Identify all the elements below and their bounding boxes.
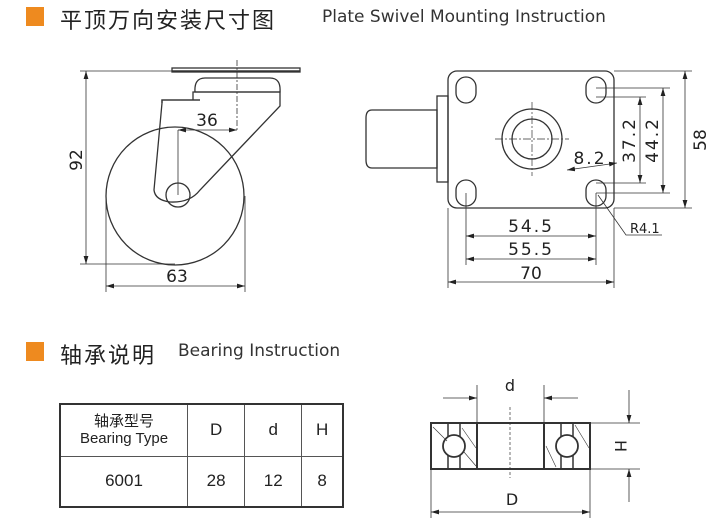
top-view (365, 70, 692, 288)
table-row: 6001 28 12 8 (59, 455, 344, 508)
section1-title-en: Plate Swivel Mounting Instruction (322, 7, 606, 27)
dim-44-2: 44.2 (643, 117, 663, 163)
bearing-diagram (430, 385, 640, 518)
bearing-dim-d: d (505, 376, 515, 395)
dim-70: 70 (520, 264, 542, 284)
section1-title-zh: 平顶万向安装尺寸图 (60, 9, 277, 34)
section-marker-icon (26, 342, 44, 361)
header-d: d (244, 403, 303, 457)
table-header-row: 轴承型号 Bearing Type D d H (59, 403, 344, 457)
dim-offset: 36 (196, 111, 218, 131)
bearing-table: 轴承型号 Bearing Type D d H 6001 28 12 8 (59, 403, 344, 508)
cell-type: 6001 (59, 455, 188, 508)
dim-55-5: 55.5 (508, 240, 554, 260)
dim-wheel-width: 63 (166, 267, 188, 287)
cell-D: 28 (186, 455, 246, 508)
dim-54-5: 54.5 (508, 217, 554, 237)
bearing-dim-H: H (611, 440, 630, 452)
dim-58: 58 (691, 129, 711, 151)
cell-H: 8 (301, 455, 344, 508)
header-H: H (301, 403, 344, 457)
dim-37-2: 37.2 (620, 117, 640, 163)
header-type-en: Bearing Type (79, 430, 169, 448)
dim-8-2: 8.2 (573, 149, 606, 169)
section2-title-en: Bearing Instruction (178, 341, 341, 361)
section-marker-icon (26, 7, 44, 26)
header-bearing-type: 轴承型号 Bearing Type (59, 403, 188, 457)
dim-height: 92 (67, 149, 87, 171)
side-view (80, 60, 301, 292)
bearing-dim-D: D (506, 490, 518, 509)
section2-title-zh: 轴承说明 (60, 344, 157, 369)
dim-radius: R4.1 (630, 222, 660, 237)
header-D: D (186, 403, 246, 457)
header-type-zh: 轴承型号 (93, 413, 154, 431)
cell-d: 12 (244, 455, 303, 508)
